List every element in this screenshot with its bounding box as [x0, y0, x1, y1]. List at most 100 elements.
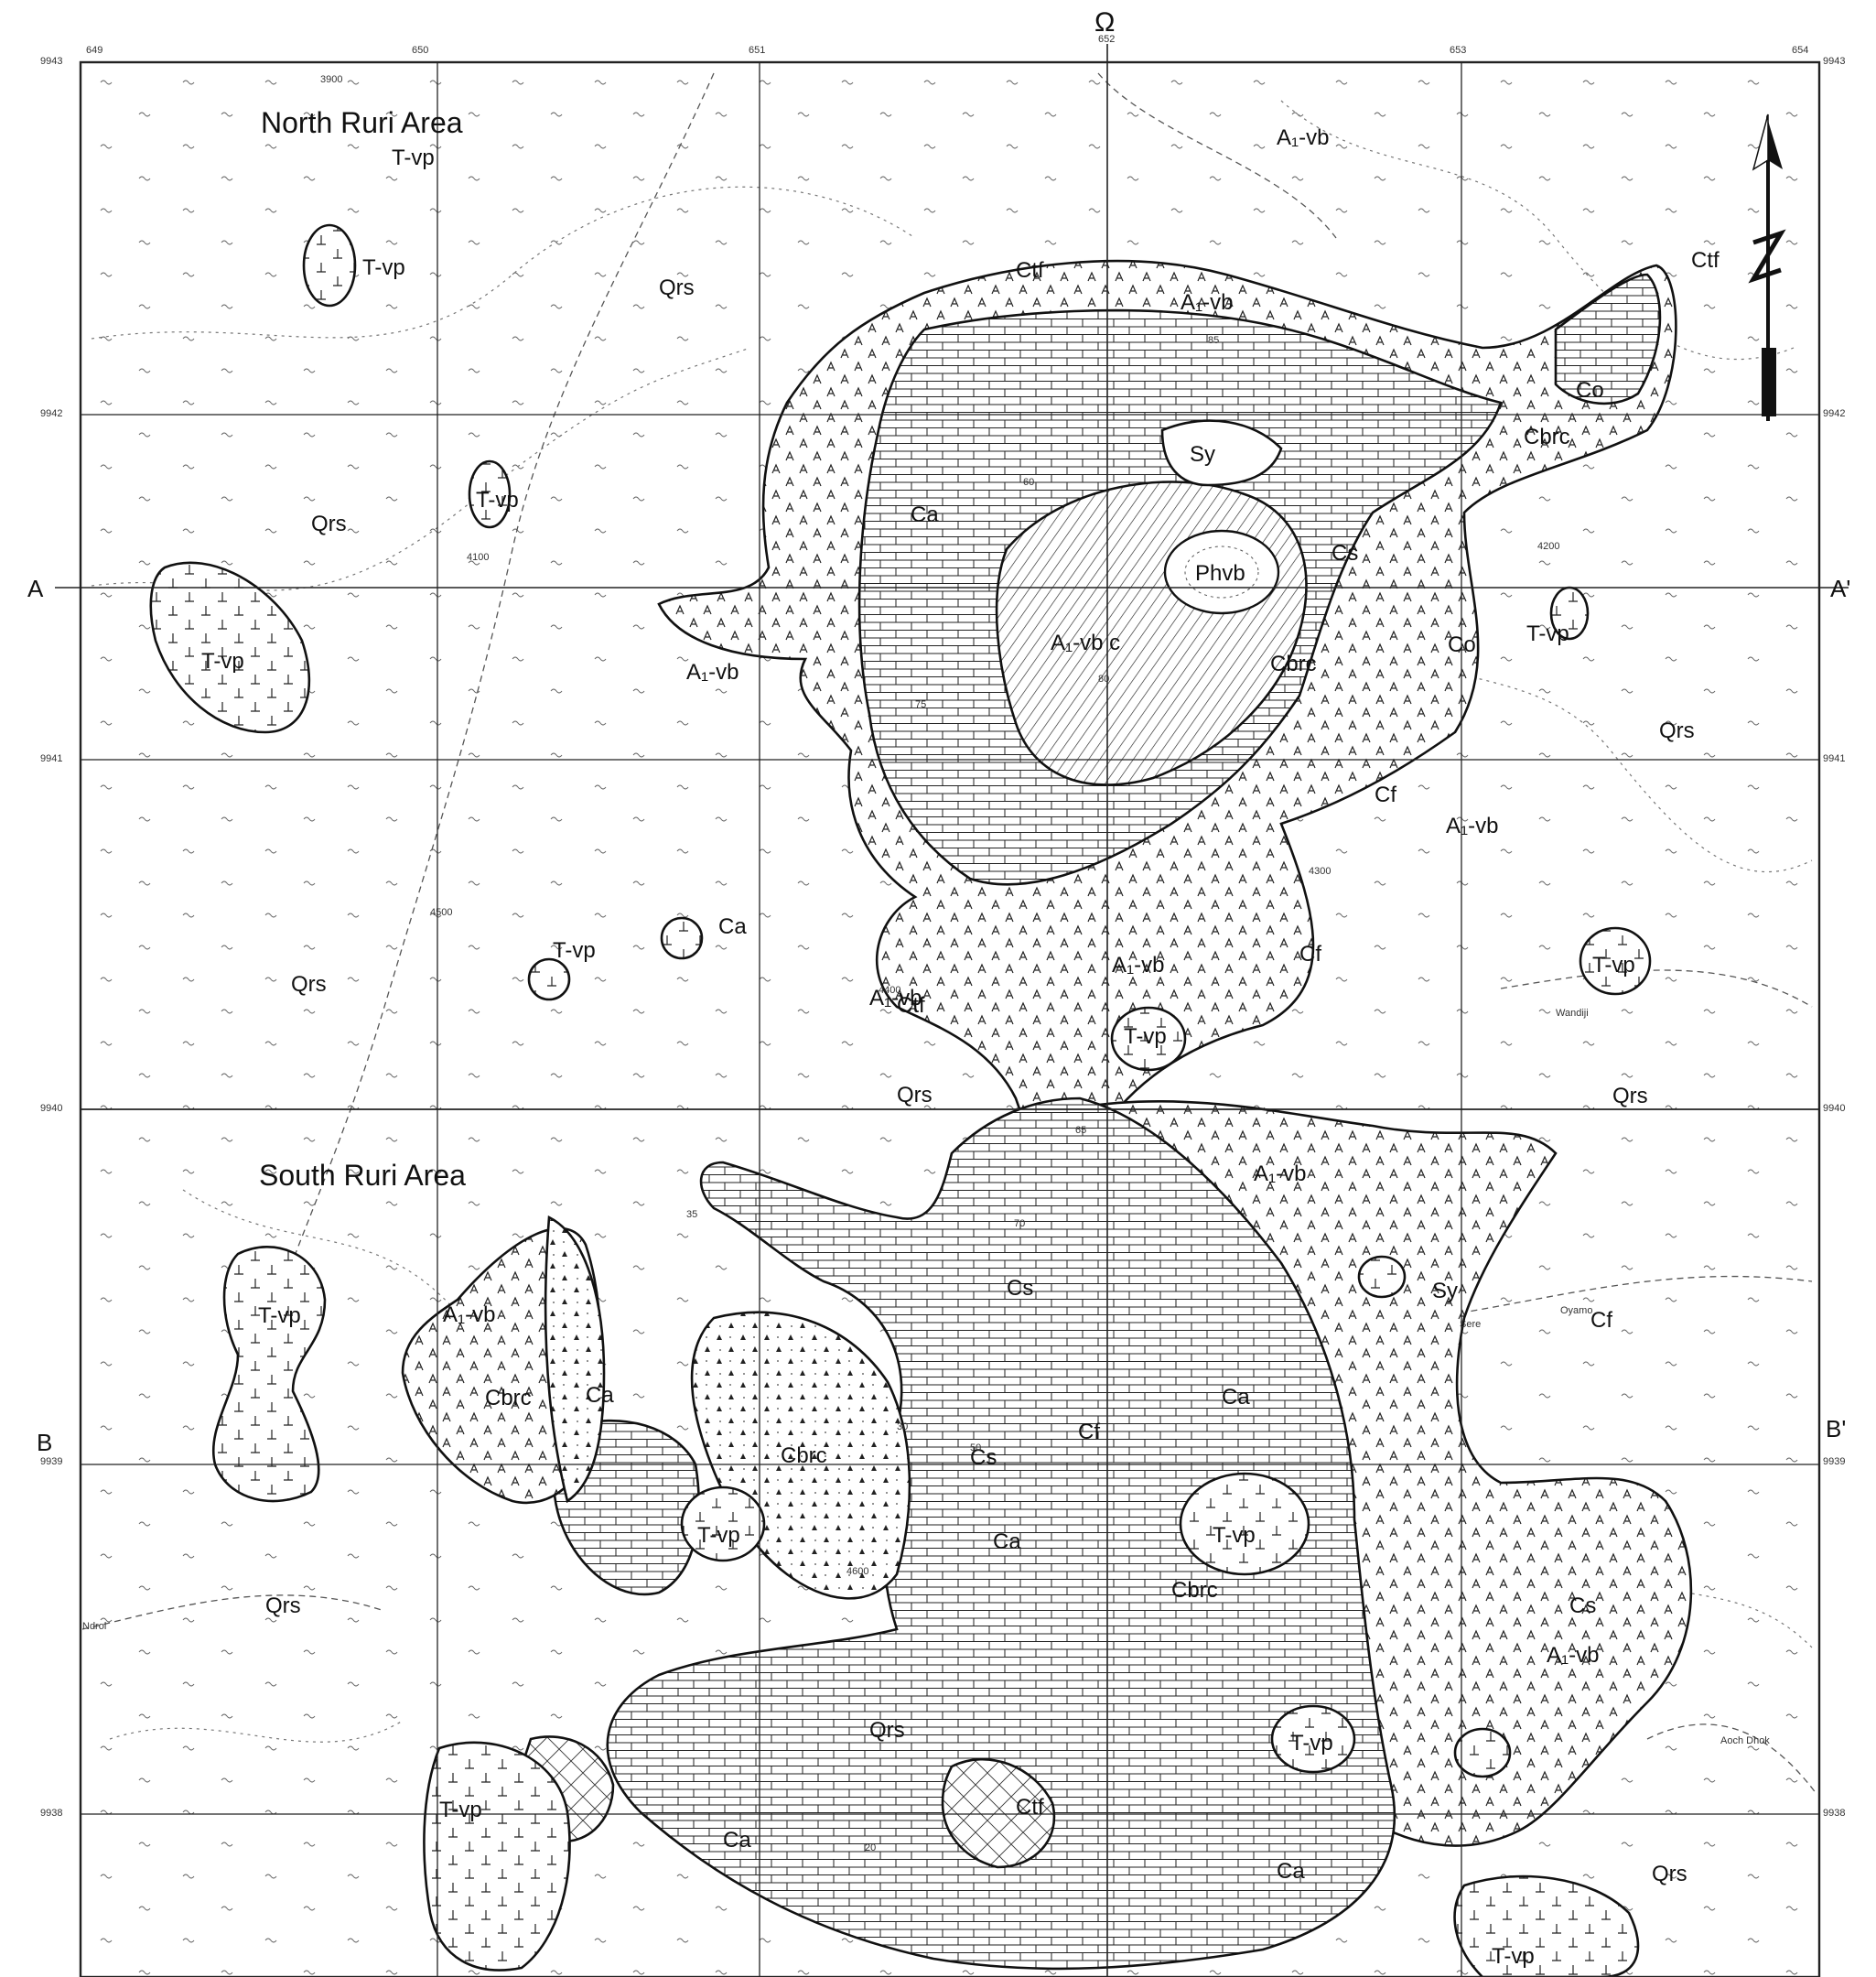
grid-right-9940: 9940 — [1823, 1103, 1845, 1114]
unit-label: Ctf — [1016, 1795, 1044, 1820]
unit-label: Cf — [1375, 783, 1396, 807]
dip-value: 50 — [970, 1442, 981, 1453]
unit-label: Phvb — [1195, 561, 1245, 586]
dip-value: 65 — [1075, 1125, 1086, 1136]
unit-ctf-south — [941, 1757, 1056, 1869]
grid-left-9938: 9938 — [40, 1808, 62, 1819]
grid-left-9939: 9939 — [40, 1456, 62, 1467]
section-a: A — [27, 575, 44, 602]
unit-label: T-vp — [1492, 1944, 1535, 1969]
unit-label: T-vp — [362, 255, 405, 280]
dip-value: 75 — [915, 699, 926, 710]
unit-co-ne — [1554, 273, 1662, 405]
unit-label: A₁-vb c — [1051, 631, 1120, 655]
unit-label: Ca — [723, 1828, 751, 1853]
dip-value: 20 — [865, 1842, 876, 1853]
grid-left-9942: 9942 — [40, 408, 62, 419]
dip-value: 60 — [1023, 477, 1034, 488]
unit-label: A₁-vb — [1112, 953, 1164, 978]
river-label: Aoch Dhok — [1720, 1735, 1770, 1746]
unit-label: A₁-vb — [443, 1302, 495, 1327]
unit-label: Qrs — [311, 512, 347, 536]
unit-sy-north — [1160, 419, 1283, 487]
grid-right-9939: 9939 — [1823, 1456, 1845, 1467]
unit-label: T-vp — [1592, 953, 1635, 978]
unit-label: Ca — [718, 914, 747, 939]
unit-label: Ca — [993, 1529, 1021, 1554]
unit-label: Cs — [970, 1445, 997, 1470]
grid-top-654: 654 — [1792, 45, 1808, 56]
unit-label: T-vp — [392, 146, 435, 170]
tvp-pods — [149, 223, 1652, 1977]
unit-label: A₁-vb — [686, 660, 739, 685]
unit-label: Cf — [1299, 942, 1321, 967]
unit-label: Cf — [1078, 1420, 1100, 1444]
north-marker: Ω — [1094, 7, 1115, 38]
unit-label: T-vp — [476, 488, 519, 513]
grid-right-9942: 9942 — [1823, 408, 1845, 419]
grid-top-650: 650 — [412, 45, 428, 56]
north-area-title: North Ruri Area — [261, 106, 463, 139]
grid-top-652: 652 — [1098, 34, 1115, 45]
unit-label: Sy — [1190, 442, 1215, 467]
unit-label: Qrs — [291, 972, 327, 997]
unit-label: T-vp — [1526, 621, 1569, 646]
coordinate-grid — [55, 44, 1849, 1977]
unit-label: Ca — [586, 1383, 614, 1408]
grid-top-651: 651 — [749, 45, 765, 56]
unit-label: T-vp — [553, 938, 596, 963]
unit-label: A₁-vb — [1277, 125, 1329, 150]
contour-label: 4200 — [1537, 541, 1559, 552]
unit-label: Ca — [1277, 1859, 1305, 1884]
unit-label: Cbrc — [781, 1443, 827, 1468]
unit-label: Qrs — [1612, 1084, 1648, 1108]
unit-label: A₁-vb — [1446, 814, 1498, 838]
unit-label: T-vp — [1290, 1731, 1333, 1756]
unit-cbrc-west — [544, 1215, 606, 1504]
unit-label: Cs — [1332, 541, 1358, 566]
unit-label: Sy — [1432, 1279, 1458, 1303]
unit-label: Ca — [1222, 1385, 1250, 1410]
unit-label: Qrs — [659, 275, 695, 300]
river-label: Ndrol — [82, 1621, 106, 1632]
river-label: Sere — [1460, 1319, 1481, 1330]
unit-label: A₁-vb — [1547, 1643, 1599, 1668]
unit-label: Cbrc — [1524, 425, 1570, 449]
unit-label: Cbrc — [1171, 1578, 1218, 1603]
unit-label: Co — [1576, 378, 1604, 403]
grid-right-9943: 9943 — [1823, 56, 1845, 67]
unit-label: Qrs — [1652, 1862, 1687, 1886]
unit-label: Ctf — [897, 993, 925, 1018]
grid-right-9941: 9941 — [1823, 753, 1845, 764]
grid-right-9938: 9938 — [1823, 1808, 1845, 1819]
dip-value: 35 — [686, 1209, 697, 1220]
unit-label: Cbrc — [1270, 652, 1317, 676]
unit-label: A₁-vb — [1181, 290, 1233, 315]
unit-label: Co — [1448, 632, 1476, 657]
unit-label: Qrs — [265, 1593, 301, 1618]
dip-value: 85 — [1208, 335, 1219, 346]
grid-top-653: 653 — [1450, 45, 1466, 56]
grid-left-9941: 9941 — [40, 753, 62, 764]
contour-label: 4100 — [467, 552, 489, 563]
river-label: Wandiji — [1556, 1008, 1589, 1019]
dip-value: 30 — [897, 1421, 908, 1432]
section-a-prime: A' — [1830, 575, 1850, 602]
unit-label: Qrs — [869, 1718, 905, 1743]
unit-label: A₁-vb — [1254, 1161, 1306, 1186]
unit-label: T-vp — [439, 1798, 482, 1822]
contour-label: 4600 — [846, 1566, 868, 1577]
contour-label: 4400 — [879, 985, 900, 996]
unit-label: Ca — [911, 502, 939, 527]
unit-label: Cbrc — [485, 1386, 532, 1410]
unit-label: A₁-vb — [869, 986, 922, 1010]
north-arrow-icon — [1748, 113, 1786, 421]
unit-label: T-vp — [201, 649, 244, 674]
dip-value: 80 — [1098, 674, 1109, 685]
unit-label: Cs — [1569, 1593, 1596, 1618]
stream-lines — [81, 72, 1817, 1795]
unit-label: Ctf — [1691, 248, 1720, 273]
unit-label: Cs — [1007, 1276, 1033, 1301]
section-b-prime: B' — [1826, 1415, 1846, 1442]
